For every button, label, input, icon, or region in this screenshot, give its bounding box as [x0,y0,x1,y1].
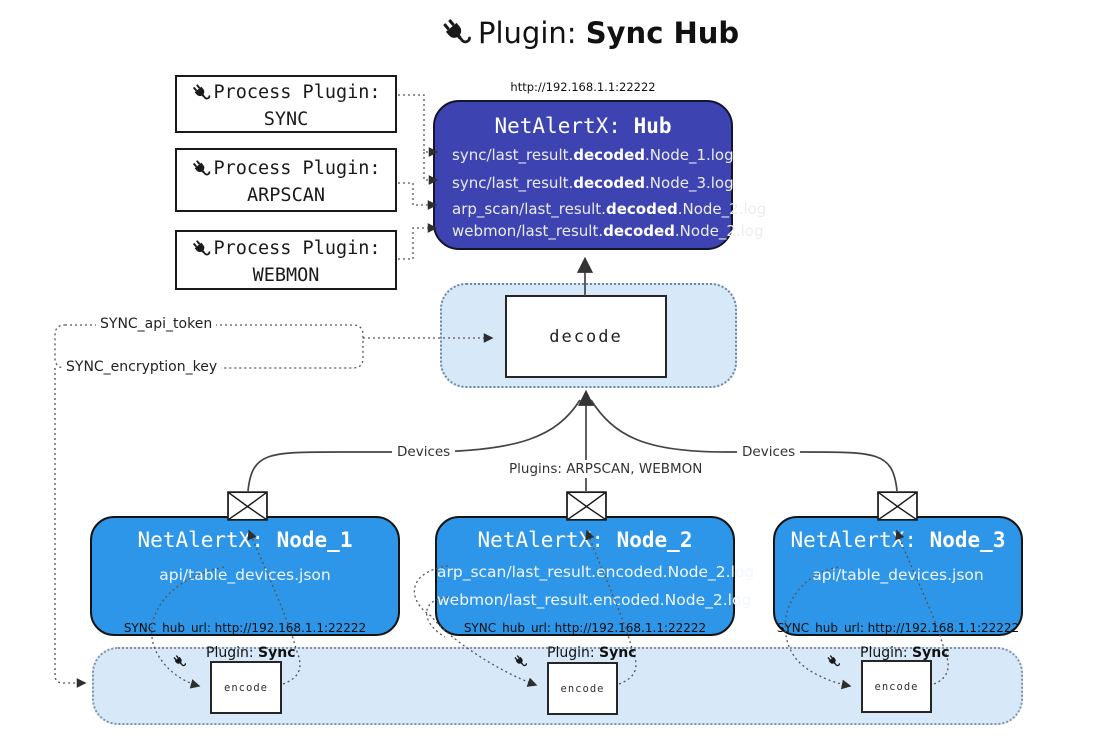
envelope-icon [877,491,918,521]
process-plugin-name: WEBMON [252,265,320,286]
node-hub-url: SYNC_hub_url: http://192.168.1.1:22222 [776,621,1020,635]
process-plugin-label: Process Plugin: [213,238,381,259]
node-title: NetAlertX: Node_1 [137,528,353,552]
node-file-line: arp_scan/last_result.encoded.Node_2.log [437,563,755,581]
process-plugin-name: ARPSCAN [247,185,325,206]
node-file-line: api/table_devices.json [812,566,984,584]
page-title-prefix: Plugin: [478,16,586,50]
process-plugin-box-arpscan: Process Plugin: ARPSCAN [175,148,397,212]
envelope-icon [566,491,607,521]
hub-title: NetAlertX: Hub [435,114,731,138]
node-box-2: NetAlertX: Node_2 arp_scan/last_result.e… [435,516,755,636]
hub-box: NetAlertX: Hub sync/last_result.decoded.… [433,100,767,250]
sync-api-token-label: SYNC_api_token [96,316,217,332]
encode-box-2: encode [547,662,618,715]
encode-box-3: encode [861,660,932,713]
process-plugin-label: Process Plugin: [213,82,381,103]
node-hub-url: SYNC_hub_url: http://192.168.1.1:22222 [123,621,367,635]
plug-icon [191,83,211,103]
hub-file-line: webmon/last_result.decoded.Node_2.log [452,222,764,240]
page-title-name: Sync Hub [585,16,740,50]
encode-box-1: encode [210,661,282,714]
node-box-1: NetAlertX: Node_1 api/table_devices.json… [90,516,400,636]
decode-label: decode [549,326,623,347]
node-box-3: NetAlertX: Node_3 api/table_devices.json… [773,516,1023,636]
plug-icon [191,239,211,259]
process-plugin-name: SYNC [263,109,309,130]
node-file-line: webmon/last_result.encoded.Node_2.log [437,591,752,609]
hub-file-line: sync/last_result.decoded.Node_3.log [452,174,734,192]
node-hub-url: SYNC_hub_url: http://192.168.1.1:22222 [463,621,707,635]
page-title: Plugin: Sync Hub [440,16,739,50]
hub-url-label: http://192.168.1.1:22222 [510,80,656,94]
node-title: NetAlertX: Node_3 [790,528,1006,552]
plug-icon [440,17,472,49]
edge-label-plugins-center: Plugins: ARPSCAN, WEBMON [504,460,708,478]
decode-box: decode [505,295,667,378]
node-file-line: api/table_devices.json [159,566,331,584]
plug-icon [826,654,841,669]
plug-icon [513,654,528,669]
sync-encryption-key-label: SYNC_encryption_key [62,359,222,375]
plug-icon [191,159,211,179]
envelope-icon [227,491,268,521]
edge-label-devices-right: Devices [737,443,801,461]
edge-label-devices-left: Devices [392,443,456,461]
plug-icon [172,654,187,669]
process-plugin-label: Process Plugin: [213,158,381,179]
hub-file-line: arp_scan/last_result.decoded.Node_2.log [452,200,767,218]
process-plugin-box-webmon: Process Plugin: WEBMON [175,230,397,290]
hub-title-name: Hub [633,114,672,138]
process-plugin-box-sync: Process Plugin: SYNC [175,75,397,133]
hub-title-prefix: NetAlertX: [494,114,634,138]
hub-file-line: sync/last_result.decoded.Node_1.log [452,146,734,164]
node-title: NetAlertX: Node_2 [477,528,693,552]
